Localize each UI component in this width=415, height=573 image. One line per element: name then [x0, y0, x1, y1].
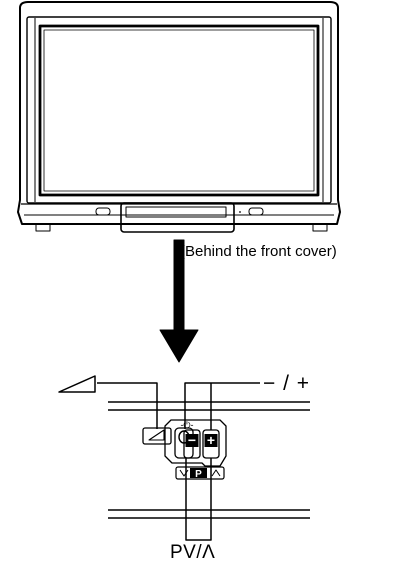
tv-foot-left	[35, 224, 51, 232]
front-cover-highlight	[120, 202, 235, 233]
tv-bezel	[26, 16, 332, 204]
volume-symbol-icon	[58, 375, 96, 393]
program-leader-line	[185, 458, 212, 541]
control-panel	[97, 382, 310, 541]
tv-left-slot	[95, 207, 111, 216]
minus-key-label: −	[188, 432, 196, 448]
front-cover-caption: (Behind the front cover)	[180, 243, 337, 260]
tv-set	[17, 1, 341, 233]
arrow-down-icon	[159, 239, 199, 363]
tv-right-slot	[248, 207, 264, 216]
tv-indicator-dot	[239, 211, 241, 213]
volume-key	[142, 427, 172, 445]
tv-cabinet	[17, 1, 341, 225]
power-mark-label: -⏻-	[180, 420, 193, 430]
program-letter: P	[195, 469, 202, 480]
plus-minus-leader-line	[184, 382, 260, 429]
minus-plus-label: − / +	[263, 372, 311, 395]
program-up-icon	[211, 469, 221, 477]
program-bar	[175, 466, 225, 480]
minus-button	[183, 429, 201, 459]
front-cover-panel	[125, 206, 227, 218]
tv-foot-right	[312, 224, 328, 232]
volume-wedge-icon	[148, 429, 165, 441]
program-label: PV/Λ	[170, 542, 216, 563]
volume-leader-line	[97, 382, 158, 429]
program-down-icon	[179, 469, 189, 477]
tv-screen	[38, 24, 320, 197]
plus-key-label: +	[207, 432, 215, 448]
